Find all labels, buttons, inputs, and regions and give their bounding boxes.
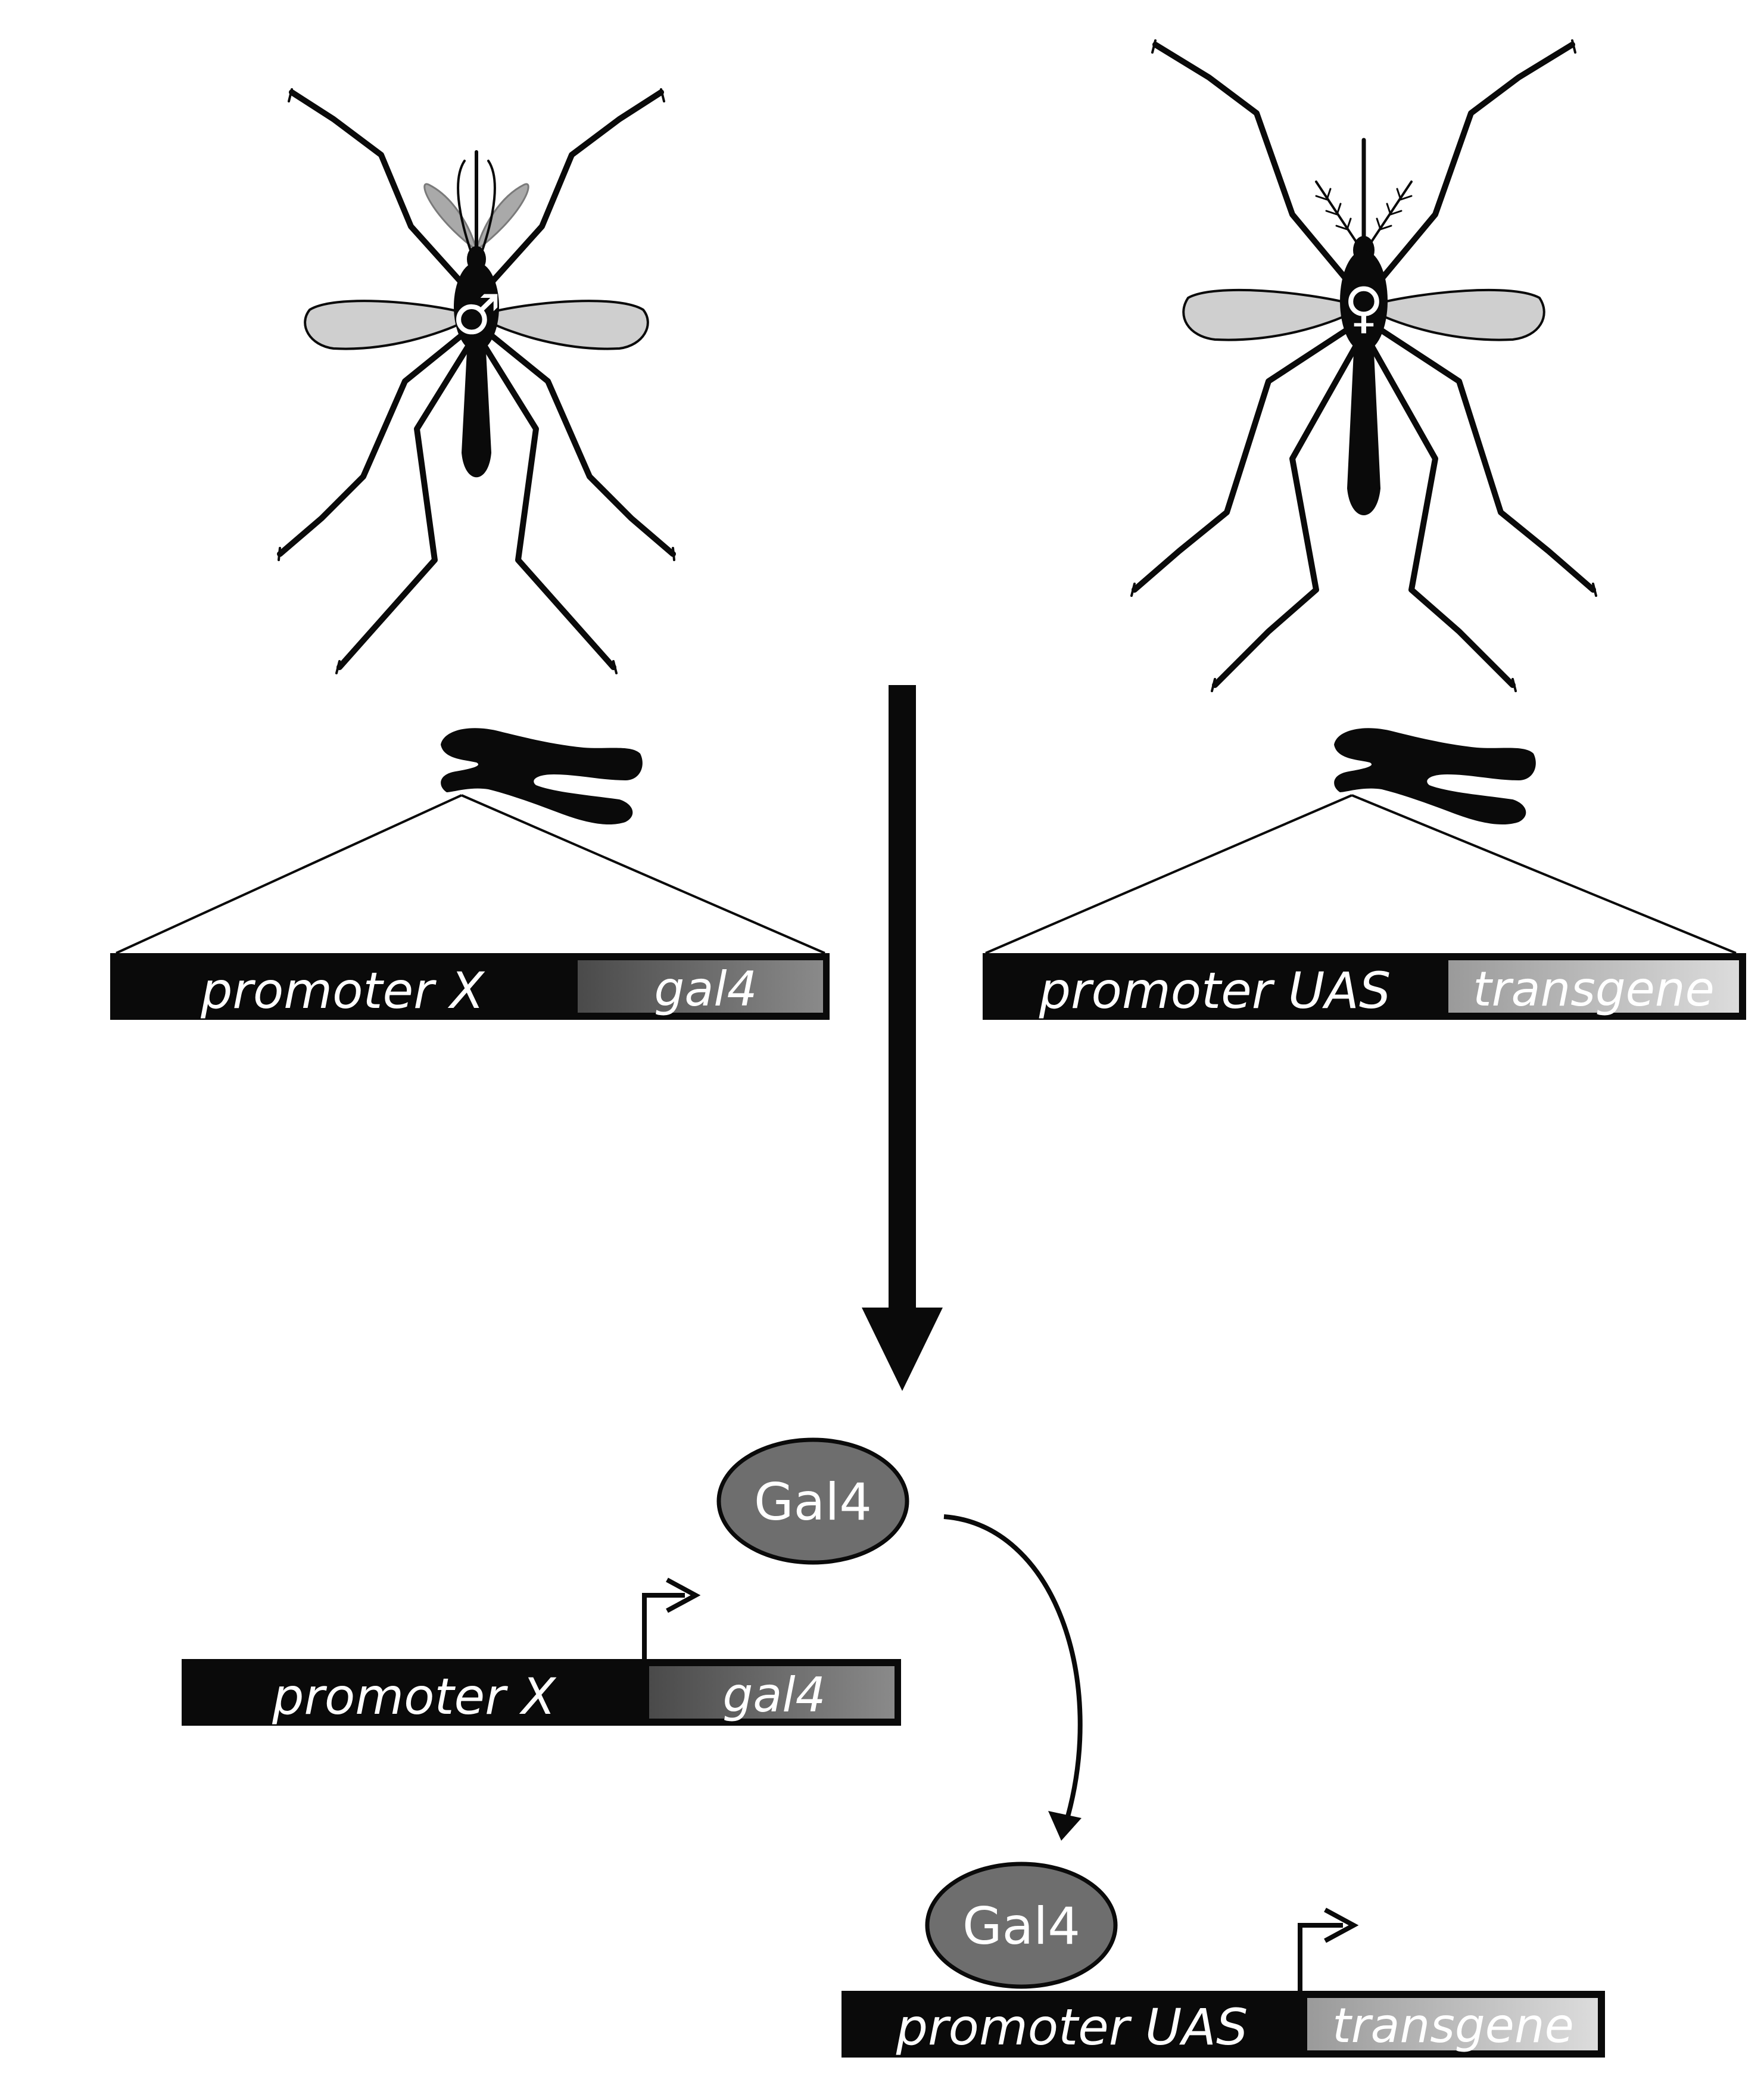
construct-promoter-uas-transgene-offspring: promoter UAS transgene [842,1991,1605,2058]
chromosome-icon-right [1334,728,1536,825]
gal4-bound-protein-label: Gal4 [962,1897,1080,1956]
offspring-transgene-label: transgene [1332,1998,1574,2053]
transcription-start-arrow-icon-gal4 [642,1577,701,1659]
construct-promoter-x-gal4-offspring: promoter X gal4 [182,1659,901,1726]
gal4-protein-bound: Gal4 [925,1862,1118,1989]
construct-promoter-uas-transgene-top: promoter UAS transgene [983,953,1746,1020]
offspring-promoter-x-label: promoter X [272,1667,557,1726]
chromosome-icon-left [441,728,643,825]
offspring-gal4-gene-label: gal4 [723,1667,826,1723]
gal4-protein-label: Gal4 [754,1473,872,1532]
transcription-start-arrow-icon-transgene [1298,1907,1359,1991]
male-mosquito-icon [277,88,676,674]
male-symbol: ♂ [452,283,501,347]
zoom-lines-right [985,794,1737,954]
gal4-protein-free: Gal4 [716,1437,909,1565]
female-symbol: ♀ [1344,276,1383,340]
cross-down-arrow [862,685,943,1391]
binding-curved-arrow [943,1514,1083,1841]
zoom-lines-left [116,794,825,954]
promoter-x-label: promoter X [200,961,485,1020]
transgene-label: transgene [1473,961,1715,1017]
construct-promoter-x-gal4-top: promoter X gal4 [110,953,830,1020]
offspring-promoter-uas-label: promoter UAS [896,1998,1248,2056]
female-mosquito-icon [1130,39,1597,692]
promoter-uas-label: promoter UAS [1039,961,1391,1020]
gal4-gene-label: gal4 [655,961,758,1017]
